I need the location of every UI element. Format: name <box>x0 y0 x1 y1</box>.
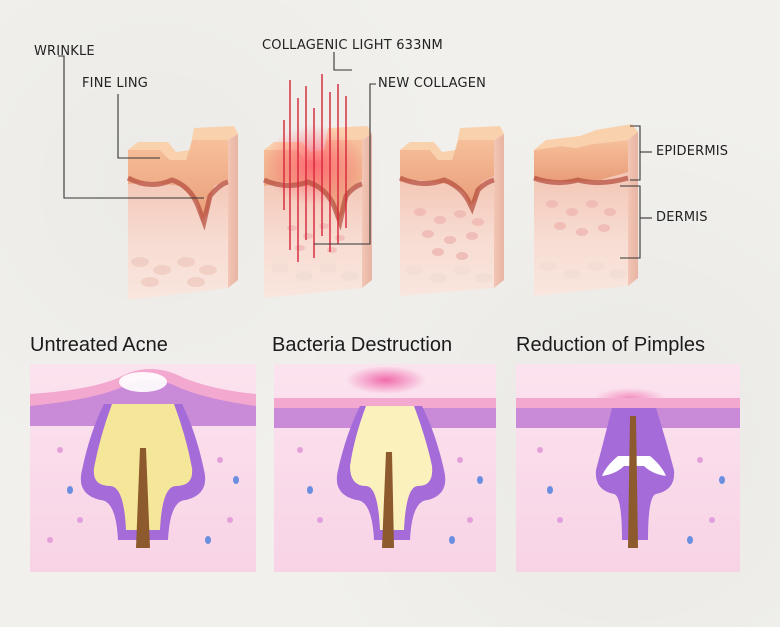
leader-lines <box>58 52 652 259</box>
label-epidermis: EPIDERMIS <box>656 144 729 159</box>
skin-block-new-collagen <box>398 126 504 296</box>
acne-panel-bacteria-destruction <box>274 364 496 572</box>
skin-block-result <box>533 124 638 296</box>
label-fine-line: FINE LING <box>82 76 149 91</box>
label-new-collagen: NEW COLLAGEN <box>378 76 487 91</box>
acne-panel-title-bacteria: Bacteria Destruction <box>272 334 453 356</box>
acne-panel-untreated <box>30 364 256 572</box>
acne-panel-reduction <box>516 364 740 572</box>
acne-panel-title-untreated: Untreated Acne <box>30 334 168 356</box>
skin-block-wrinkle <box>126 126 238 300</box>
skin-block-light-treatment <box>262 74 372 298</box>
label-dermis: DERMIS <box>656 210 708 225</box>
label-collagenic-light: COLLAGENIC LIGHT 633NM <box>262 38 443 53</box>
acne-panel-title-reduction: Reduction of Pimples <box>516 334 705 356</box>
label-wrinkle: WRINKLE <box>34 44 95 59</box>
